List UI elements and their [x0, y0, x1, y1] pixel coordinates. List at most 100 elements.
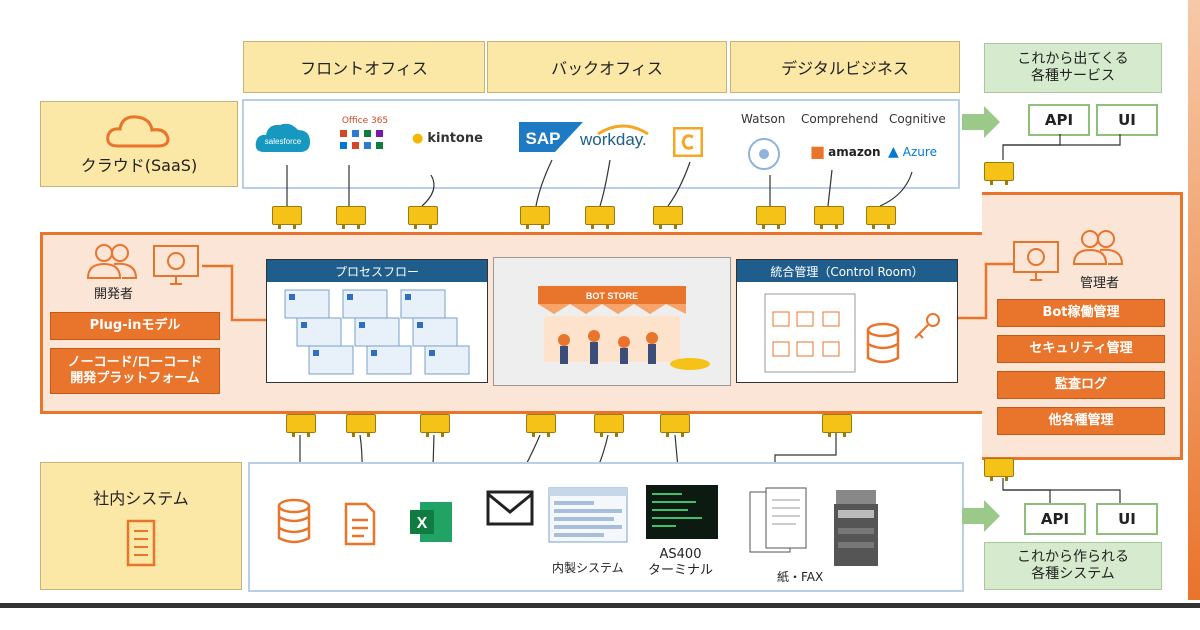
admin-label: 管理者	[1080, 276, 1120, 291]
as400-line1: AS400	[659, 547, 702, 562]
control-room-panel: 統合管理（Control Room）	[736, 259, 958, 383]
excel-icon: X	[410, 502, 452, 542]
office365-logo: Office 365	[334, 116, 396, 162]
connector-top-6	[653, 206, 683, 229]
document-icon	[344, 502, 376, 546]
azure-logo: ▲Azure	[888, 144, 937, 160]
control-room-diagram	[764, 293, 940, 373]
kintone-icon: ●	[412, 131, 424, 146]
server-icon	[126, 519, 156, 567]
fax-machine-icon	[834, 490, 878, 566]
cognitive-label: Cognitive	[889, 112, 946, 126]
process-flow-header: プロセスフロー	[267, 260, 487, 282]
as400-terminal-screenshot	[646, 485, 718, 539]
developer-monitor-icon	[153, 245, 199, 285]
connector-bottom-2	[346, 414, 376, 437]
c-app-logo	[673, 127, 703, 157]
nocode-line2: 開発プラットフォーム	[70, 371, 200, 386]
future-systems-box: これから作られる各種システム	[984, 542, 1162, 590]
connector-top-7	[756, 206, 786, 229]
admin-bracket-line	[958, 262, 1014, 320]
paper-fax-label: 紙・FAX	[777, 570, 824, 584]
connector-right-top	[984, 162, 1014, 185]
api-button-top: API	[1028, 104, 1090, 136]
right-accent-bar	[1188, 0, 1200, 600]
as400-line2: ターミナル	[648, 563, 714, 578]
connector-bottom-5	[594, 414, 624, 437]
developer-label: 開発者	[94, 287, 134, 302]
sap-text: SAP	[526, 129, 561, 148]
connector-top-2	[336, 206, 366, 229]
internal-system-screenshot	[548, 487, 628, 543]
connector-bottom-4	[526, 414, 556, 437]
developer-bracket-line	[202, 264, 268, 322]
cloud-saas-box: クラウド(SaaS)	[40, 101, 238, 187]
key-icon	[914, 313, 940, 339]
plugin-model-button: Plug-inモデル	[50, 312, 220, 340]
workday-logo: workday.	[580, 124, 649, 150]
workday-arc-icon	[597, 124, 649, 136]
nocode-platform-button: ノーコード/ローコード 開発プラットフォーム	[50, 348, 220, 394]
api-button-bottom: API	[1024, 503, 1086, 535]
connector-bottom-7	[822, 414, 852, 437]
category-front-office: フロントオフィス	[243, 41, 485, 93]
bot-store-illustration: BOT STORE	[538, 286, 710, 370]
connector-bottom-1	[286, 414, 316, 437]
nocode-line1: ノーコード/ローコード	[67, 355, 203, 370]
bottom-divider	[0, 603, 1200, 608]
watson-icon	[748, 138, 780, 170]
security-management: セキュリティ管理	[997, 335, 1165, 363]
arrow-right-bottom	[962, 500, 1000, 532]
office365-grid-icon	[340, 130, 383, 149]
admin-column-joiner	[980, 235, 988, 405]
as400-label: AS400 ターミナル	[648, 547, 713, 579]
salesforce-text: salesforce	[265, 137, 302, 146]
internal-systems-label: 社内システム	[93, 489, 189, 508]
connector-bottom-6	[660, 414, 690, 437]
connector-top-4	[520, 206, 550, 229]
watson-label: Watson	[741, 112, 786, 126]
developers-icon	[86, 244, 138, 279]
azure-text: Azure	[902, 145, 937, 159]
process-flow-diagram	[284, 289, 470, 375]
connector-top-5	[585, 206, 615, 229]
internal-systems-box: 社内システム	[40, 462, 242, 590]
other-management: 他各種管理	[997, 407, 1165, 435]
connector-top-1	[272, 206, 302, 229]
saas-panel	[242, 99, 960, 189]
future-services-box: これから出てくる各種サービス	[984, 43, 1162, 93]
bot-store-sign: BOT STORE	[586, 291, 638, 301]
ui-button-top: UI	[1096, 104, 1158, 136]
category-back-office: バックオフィス	[487, 41, 727, 93]
audit-log: 監査ログ	[997, 371, 1165, 399]
connector-right-bottom	[984, 458, 1014, 481]
database-icon	[866, 322, 900, 364]
amazon-logo: ■amazon	[810, 142, 881, 161]
sap-logo: SAP	[519, 122, 583, 152]
database-icon-bottom	[277, 498, 311, 544]
control-room-header: 統合管理（Control Room）	[737, 260, 957, 282]
office365-text: Office 365	[341, 116, 389, 126]
mail-icon	[486, 490, 534, 526]
category-digital-business: デジタルビジネス	[730, 41, 960, 93]
connector-top-3	[408, 206, 438, 229]
ui-button-bottom: UI	[1096, 503, 1158, 535]
svg-text:X: X	[417, 515, 428, 532]
connector-bottom-3	[420, 414, 450, 437]
process-flow-panel: プロセスフロー	[266, 259, 488, 383]
comprehend-label: Comprehend	[801, 112, 879, 126]
workday-text: workday.	[580, 130, 647, 149]
admin-monitor-icon	[1013, 241, 1059, 281]
arrow-right-top	[962, 106, 1000, 138]
cloud-label: クラウド(SaaS)	[80, 156, 198, 175]
internal-system-label: 内製システム	[552, 561, 624, 575]
aws-cubes-icon: ■	[810, 142, 826, 161]
admins-icon	[1072, 230, 1124, 265]
bot-operation-management: Bot稼働管理	[997, 299, 1165, 327]
paper-documents-icon	[749, 487, 807, 553]
connector-top-9	[866, 206, 896, 229]
cloud-icon	[106, 115, 170, 148]
kintone-text: kintone	[427, 131, 483, 146]
salesforce-logo: salesforce	[255, 123, 310, 152]
kintone-logo: ●kintone	[412, 131, 483, 146]
